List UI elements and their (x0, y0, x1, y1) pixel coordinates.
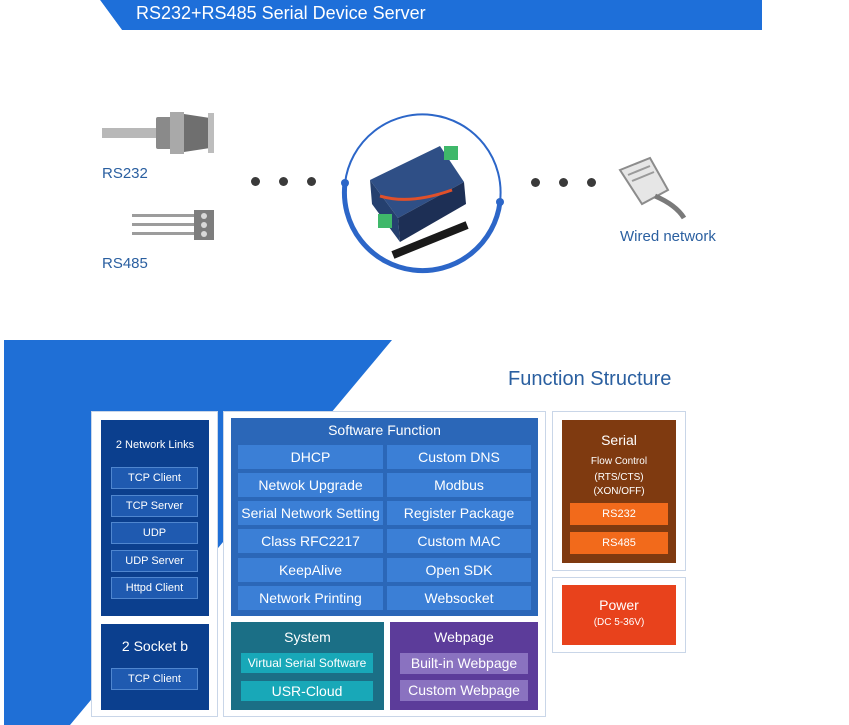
system-item-virtual-serial-software: Virtual Serial Software (241, 653, 373, 673)
banner-title: RS232+RS485 Serial Device Server (136, 3, 426, 23)
socket-b-item-tcp-client: TCP Client (111, 668, 198, 690)
ethernet-plug-icon (618, 156, 687, 220)
device-ring (341, 113, 504, 274)
software-item-network-upgrade: Netwok Upgrade (238, 473, 383, 497)
webpage-header: Webpage (434, 629, 494, 645)
system-panel: System Virtual Serial Software USR-Cloud (231, 622, 384, 710)
serial-item-rs232: RS232 (570, 503, 668, 525)
connector-dot (559, 178, 568, 187)
connector-dot (587, 178, 596, 187)
serial-flow-control: Flow Control (590, 456, 648, 467)
network-item-httpd-client: Httpd Client (111, 577, 198, 599)
software-item-register-package: Register Package (387, 501, 531, 525)
wired-network-label: Wired network (620, 228, 716, 245)
software-item-modbus: Modbus (387, 473, 531, 497)
software-item-serial-network-setting: Serial Network Setting (238, 501, 383, 525)
webpage-item-built-in: Built-in Webpage (400, 653, 528, 674)
power-panel: Power (DC 5-36V) (562, 585, 676, 645)
serial-rts-cts: (RTS/CTS) (594, 472, 644, 483)
connection-diagram (102, 112, 687, 274)
power-header: Power (599, 597, 639, 613)
webpage-panel: Webpage Built-in Webpage Custom Webpage (390, 622, 538, 710)
serial-device-server-icon (370, 146, 469, 259)
network-item-udp: UDP (111, 522, 198, 544)
serial-xon-xoff: (XON/OFF) (593, 486, 645, 497)
network-item-tcp-server: TCP Server (111, 495, 198, 517)
rs485-label: RS485 (102, 255, 148, 272)
software-item-network-printing: Network Printing (238, 586, 383, 610)
software-item-keepalive: KeepAlive (238, 558, 383, 582)
function-structure-title: Function Structure (508, 368, 672, 390)
network-item-udp-server: UDP Server (111, 550, 198, 572)
system-header: System (284, 629, 331, 645)
software-function-panel: Software Function DHCP Netwok Upgrade Se… (231, 418, 538, 616)
network-links-panel: 2 Network Links TCP Client TCP Server UD… (101, 420, 209, 616)
software-function-header: Software Function (328, 422, 441, 438)
connector-dot (531, 178, 540, 187)
software-item-websocket: Websocket (387, 586, 531, 610)
rs232-connector-icon (102, 112, 214, 154)
rs232-label: RS232 (102, 165, 148, 182)
network-links-header: 2 Network Links (115, 439, 195, 451)
power-voltage: (DC 5-36V) (593, 617, 645, 628)
connector-dot (279, 177, 288, 186)
serial-panel: Serial Flow Control (RTS/CTS) (XON/OFF) … (562, 420, 676, 563)
software-item-dhcp: DHCP (238, 445, 383, 469)
software-item-custom-mac: Custom MAC (387, 529, 531, 553)
software-item-open-sdk: Open SDK (387, 558, 531, 582)
connector-dot (251, 177, 260, 186)
system-item-usr-cloud: USR-Cloud (241, 681, 373, 701)
software-item-custom-dns: Custom DNS (387, 445, 531, 469)
network-item-tcp-client: TCP Client (111, 467, 198, 489)
serial-item-rs485: RS485 (570, 532, 668, 554)
socket-b-panel: 2 Socket b TCP Client (101, 624, 209, 710)
serial-header: Serial (601, 432, 637, 448)
software-item-class-rfc2217: Class RFC2217 (238, 529, 383, 553)
rs485-connector-icon (132, 210, 214, 240)
socket-b-header: 2 Socket b (121, 638, 189, 654)
webpage-item-custom: Custom Webpage (400, 680, 528, 701)
header-banner (0, 0, 762, 30)
connector-dot (307, 177, 316, 186)
